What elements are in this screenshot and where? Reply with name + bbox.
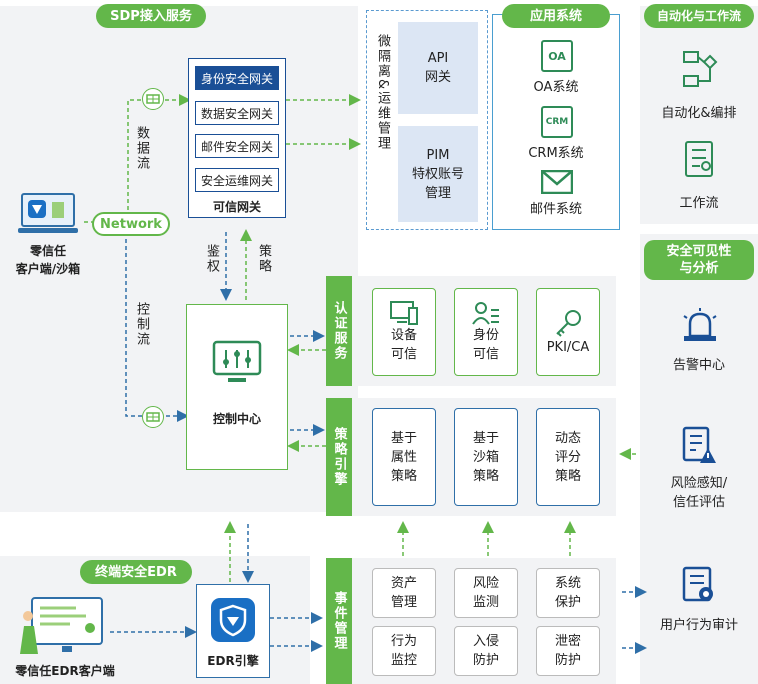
edr-shield-icon	[211, 598, 255, 642]
alert-center-label: 告警中心	[672, 358, 725, 373]
visibility-title: 安全可见性 与分析	[644, 240, 754, 280]
auth-card-device-line1: 设备	[390, 328, 417, 343]
micro-label: 微隔离&运维管理	[375, 34, 390, 152]
gateway-group-label: 可信网关	[212, 200, 261, 214]
event-card-asset[interactable]: 资产 管理	[372, 568, 436, 618]
risk-label: 风险感知/ 信任评估	[670, 476, 728, 510]
shield-icon	[142, 88, 164, 110]
audit-icon	[682, 566, 718, 606]
event-card-behavior[interactable]: 行为 监控	[372, 626, 436, 676]
monitor-icon	[212, 340, 262, 386]
pim-label: PIM 特权账号 管理	[411, 147, 464, 201]
mail-icon	[540, 169, 574, 195]
auth-card-pki[interactable]: PKI/CA	[536, 288, 600, 376]
policy-label: 策略	[256, 244, 271, 274]
event-card-system[interactable]: 系统 保护	[536, 568, 600, 618]
api-gateway[interactable]: API 网关	[398, 22, 478, 114]
gateway-data[interactable]: 数据安全网关	[195, 101, 279, 125]
crm-icon: CRM	[541, 106, 573, 138]
auth-card-pki-line1: PKI/CA	[546, 339, 590, 355]
event-mgmt-label: 事件管理	[326, 558, 352, 684]
computer-icon	[390, 301, 418, 325]
pim-box[interactable]: PIM 特权账号 管理	[398, 126, 478, 222]
client-label: 零信任 客户端/沙箱	[15, 244, 81, 276]
control-center-label: 控制中心	[212, 412, 261, 426]
gateway-ops[interactable]: 安全运维网关	[195, 168, 279, 192]
oa-icon: OA	[541, 40, 573, 72]
shield-icon	[142, 406, 164, 428]
automation-panel	[640, 6, 758, 224]
event-card-intrusion[interactable]: 入侵 防护	[454, 626, 518, 676]
api-gateway-label: API 网关	[424, 51, 451, 85]
policy-card-dynamic[interactable]: 动态 评分 策略	[536, 408, 600, 506]
sdp-panel	[0, 6, 358, 512]
audit-label: 用户行为审计	[659, 618, 738, 633]
workflow-icon	[684, 140, 716, 178]
policy-engine-label: 策略引擎	[326, 398, 352, 516]
workflow-label: 工作流	[679, 196, 719, 211]
edr-client-label: 零信任EDR客户端	[15, 664, 115, 678]
edr-engine-label: EDR引擎	[207, 654, 259, 668]
mail-label[interactable]: 邮件系统	[529, 202, 582, 217]
event-card-risk[interactable]: 风险 监测	[454, 568, 518, 618]
network-badge: Network	[92, 212, 170, 236]
automation-title: 自动化与工作流	[644, 4, 754, 28]
flowchart-icon	[682, 50, 718, 90]
laptop-icon	[18, 192, 78, 236]
orchestration-label: 自动化&编排	[661, 106, 737, 121]
control-flow-label: 控制流	[134, 302, 149, 347]
event-card-leak[interactable]: 泄密 防护	[536, 626, 600, 676]
alarm-icon	[680, 308, 720, 344]
auth-card-identity-line2: 可信	[472, 347, 499, 362]
key-icon	[556, 309, 581, 337]
auth-card-device-line2: 可信	[390, 347, 417, 362]
sdp-title: SDP接入服务	[96, 4, 206, 28]
policy-card-sandbox[interactable]: 基于 沙箱 策略	[454, 408, 518, 506]
data-flow-label: 数据流	[134, 126, 149, 171]
oa-label[interactable]: OA系统	[533, 80, 579, 95]
auth-card-identity[interactable]: 身份 可信	[454, 288, 518, 376]
crm-label[interactable]: CRM系统	[528, 146, 584, 161]
auth-service-label: 认证服务	[326, 276, 352, 386]
auth-card-identity-line1: 身份	[472, 328, 499, 343]
apps-panel	[492, 14, 620, 230]
gateway-mail[interactable]: 邮件安全网关	[195, 134, 279, 158]
oa-icon-text: OA	[548, 49, 566, 63]
auth-label: 鉴权	[204, 244, 219, 274]
crm-icon-text: CRM	[545, 117, 569, 127]
edr-title: 终端安全EDR	[80, 560, 192, 584]
apps-title: 应用系统	[502, 4, 610, 28]
edr-client-illustration	[16, 594, 106, 658]
auth-card-device[interactable]: 设备 可信	[372, 288, 436, 376]
policy-card-attribute[interactable]: 基于 属性 策略	[372, 408, 436, 506]
control-center[interactable]	[186, 304, 288, 470]
user-list-icon	[472, 302, 499, 325]
risk-doc-icon	[682, 426, 718, 466]
gateway-identity[interactable]: 身份安全网关	[195, 66, 279, 90]
